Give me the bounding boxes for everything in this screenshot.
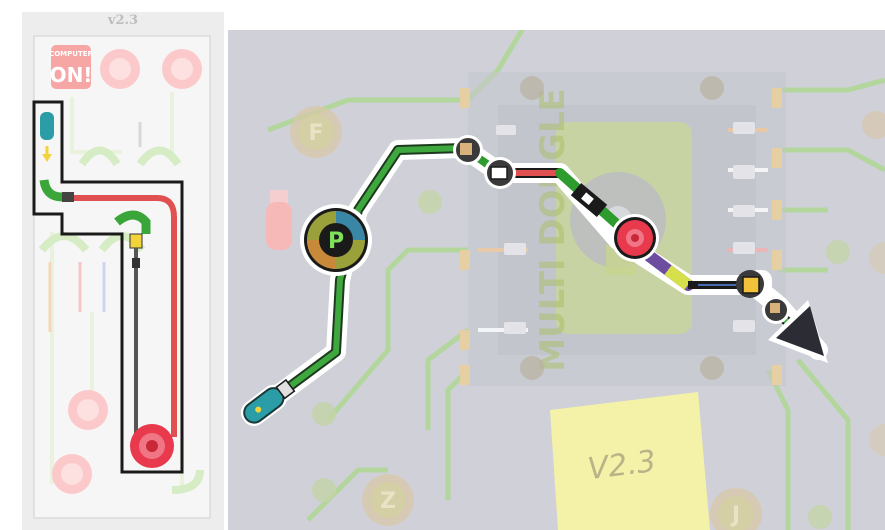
- chip-label: MULTI DONGLE: [533, 88, 573, 372]
- pinwheel-icon: [570, 182, 608, 218]
- cog-icons: [520, 76, 724, 380]
- multi-dongle-chip: MULTI DONGLE: [533, 88, 692, 372]
- node-z-label: Z: [380, 489, 396, 514]
- node-p[interactable]: P: [300, 204, 372, 276]
- minimap-active-path-outline: [32, 100, 184, 474]
- socket-pins: [460, 88, 782, 385]
- minimap-usb-icon: [40, 112, 54, 140]
- faint-plugs: [496, 122, 755, 334]
- joint-connectors[interactable]: [453, 135, 790, 324]
- logo-line-on: ON!: [50, 63, 93, 87]
- computer-on-logo: COMPUTER ON!: [49, 45, 94, 89]
- goal-arrow-icon: [768, 300, 828, 363]
- start-usb-icon[interactable]: [236, 375, 298, 431]
- bulb-icons: [312, 190, 850, 529]
- minimap-connectors: [38, 146, 204, 494]
- board-canvas: MULTI DONGLE: [236, 30, 885, 530]
- minimap-faint-cables: [48, 122, 142, 332]
- node-f[interactable]: F: [290, 106, 342, 158]
- game-board[interactable]: MULTI DONGLE: [228, 30, 885, 530]
- sticky-note-text: V2.3: [586, 444, 658, 487]
- spare-usb-icon[interactable]: [266, 190, 292, 250]
- node-j[interactable]: J: [710, 488, 762, 530]
- node-partial-right: [862, 111, 885, 139]
- node-z[interactable]: Z: [362, 474, 414, 526]
- node-j-label: J: [730, 503, 740, 528]
- logo-line-computer: COMPUTER: [49, 50, 93, 58]
- minimap-red-cable: [74, 195, 177, 437]
- minimap-dials: [52, 49, 202, 494]
- node-p-label: P: [328, 229, 344, 254]
- sticky-note: V2.3: [550, 392, 710, 530]
- red-dial-node[interactable]: [611, 214, 659, 262]
- level-minimap: COMPUTER ON!: [32, 35, 211, 519]
- level-minimap-panel: COMPUTER ON!: [22, 12, 224, 530]
- version-label: v2.3: [107, 13, 139, 28]
- node-f-label: F: [308, 121, 323, 146]
